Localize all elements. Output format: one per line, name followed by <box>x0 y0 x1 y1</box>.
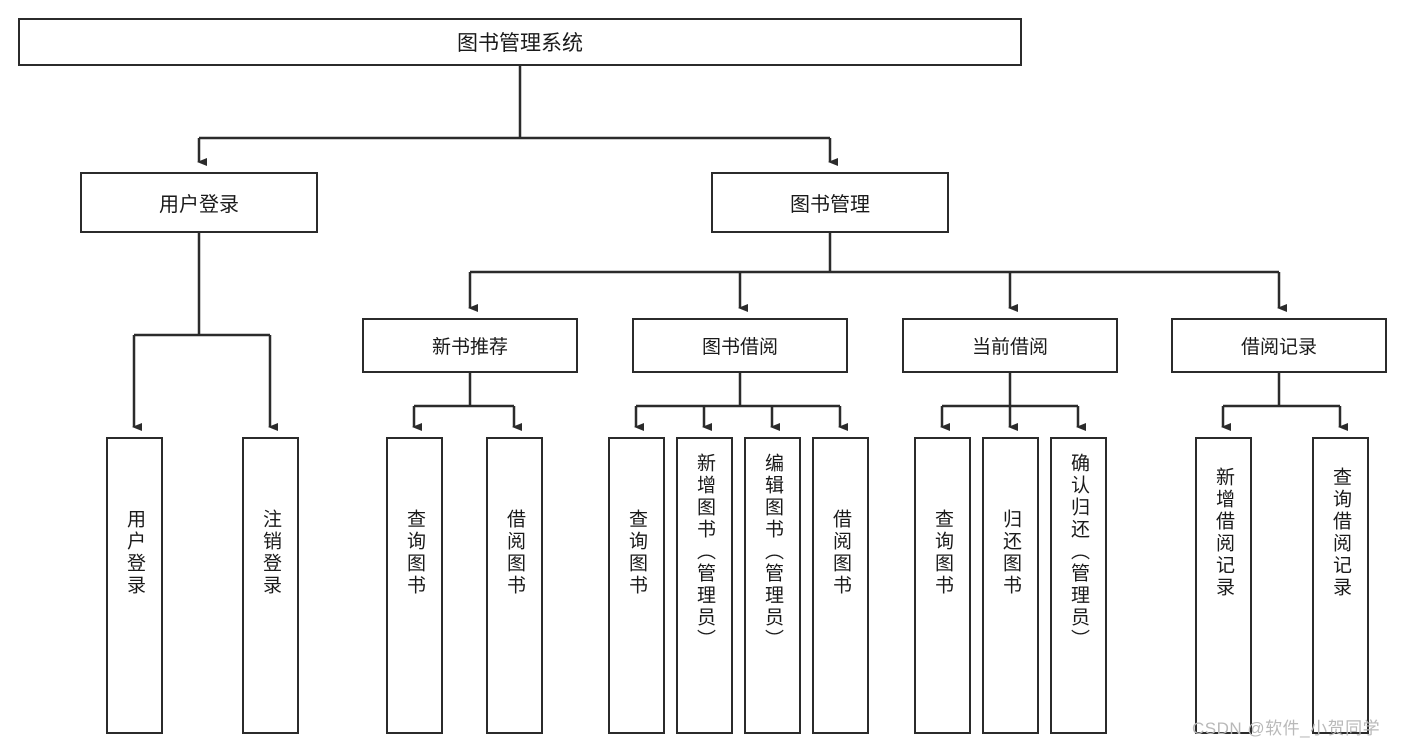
node-current-borrow[interactable]: 当前借阅 <box>902 318 1118 373</box>
node-label: 图书管理 <box>790 194 870 216</box>
leaf-label: 注销登录 <box>260 509 281 597</box>
leaf-label: 借阅图书 <box>830 509 851 597</box>
leaf-edit-book-admin[interactable]: 编辑图书（管理员） <box>744 437 801 734</box>
watermark: CSDN @软件_小贺同学 <box>1192 719 1381 738</box>
leaf-confirm-return-admin[interactable]: 确认归还（管理员） <box>1050 437 1107 734</box>
leaf-add-borrow-record[interactable]: 新增借阅记录 <box>1195 437 1252 734</box>
node-borrow-record[interactable]: 借阅记录 <box>1171 318 1387 373</box>
leaf-query-borrow-record[interactable]: 查询借阅记录 <box>1312 437 1369 734</box>
node-label: 借阅记录 <box>1240 337 1317 358</box>
node-label: 新书推荐 <box>431 337 508 358</box>
leaf-label: 新增图书（管理员） <box>694 453 715 651</box>
leaf-add-book-admin[interactable]: 新增图书（管理员） <box>676 437 733 734</box>
leaf-return-book[interactable]: 归还图书 <box>982 437 1039 734</box>
leaf-label: 确认归还（管理员） <box>1068 453 1089 651</box>
leaf-borrow-book-recommend[interactable]: 借阅图书 <box>486 437 543 734</box>
node-label: 当前借阅 <box>971 337 1048 358</box>
leaf-query-book-borrow[interactable]: 查询图书 <box>608 437 665 734</box>
leaf-label: 用户登录 <box>124 509 145 597</box>
node-label: 图书借阅 <box>701 337 778 358</box>
leaf-label: 借阅图书 <box>504 509 525 597</box>
leaf-user-login[interactable]: 用户登录 <box>106 437 163 734</box>
leaf-query-book-recommend[interactable]: 查询图书 <box>386 437 443 734</box>
leaf-label: 归还图书 <box>1000 509 1021 597</box>
leaf-query-book-current[interactable]: 查询图书 <box>914 437 971 734</box>
leaf-label: 新增借阅记录 <box>1213 467 1234 599</box>
leaf-label: 查询图书 <box>404 509 425 597</box>
node-new-book-recommend[interactable]: 新书推荐 <box>362 318 578 373</box>
node-label: 用户登录 <box>159 194 239 216</box>
node-label: 图书管理系统 <box>457 32 583 55</box>
leaf-logout[interactable]: 注销登录 <box>242 437 299 734</box>
leaf-borrow-book[interactable]: 借阅图书 <box>812 437 869 734</box>
leaf-label: 查询图书 <box>626 509 647 597</box>
leaf-label: 查询图书 <box>932 509 953 597</box>
leaf-label: 查询借阅记录 <box>1330 467 1351 599</box>
node-user-login[interactable]: 用户登录 <box>80 172 318 233</box>
leaf-label: 编辑图书（管理员） <box>762 453 783 651</box>
node-book-borrow[interactable]: 图书借阅 <box>632 318 848 373</box>
node-root-system[interactable]: 图书管理系统 <box>18 18 1022 66</box>
node-book-management[interactable]: 图书管理 <box>711 172 949 233</box>
